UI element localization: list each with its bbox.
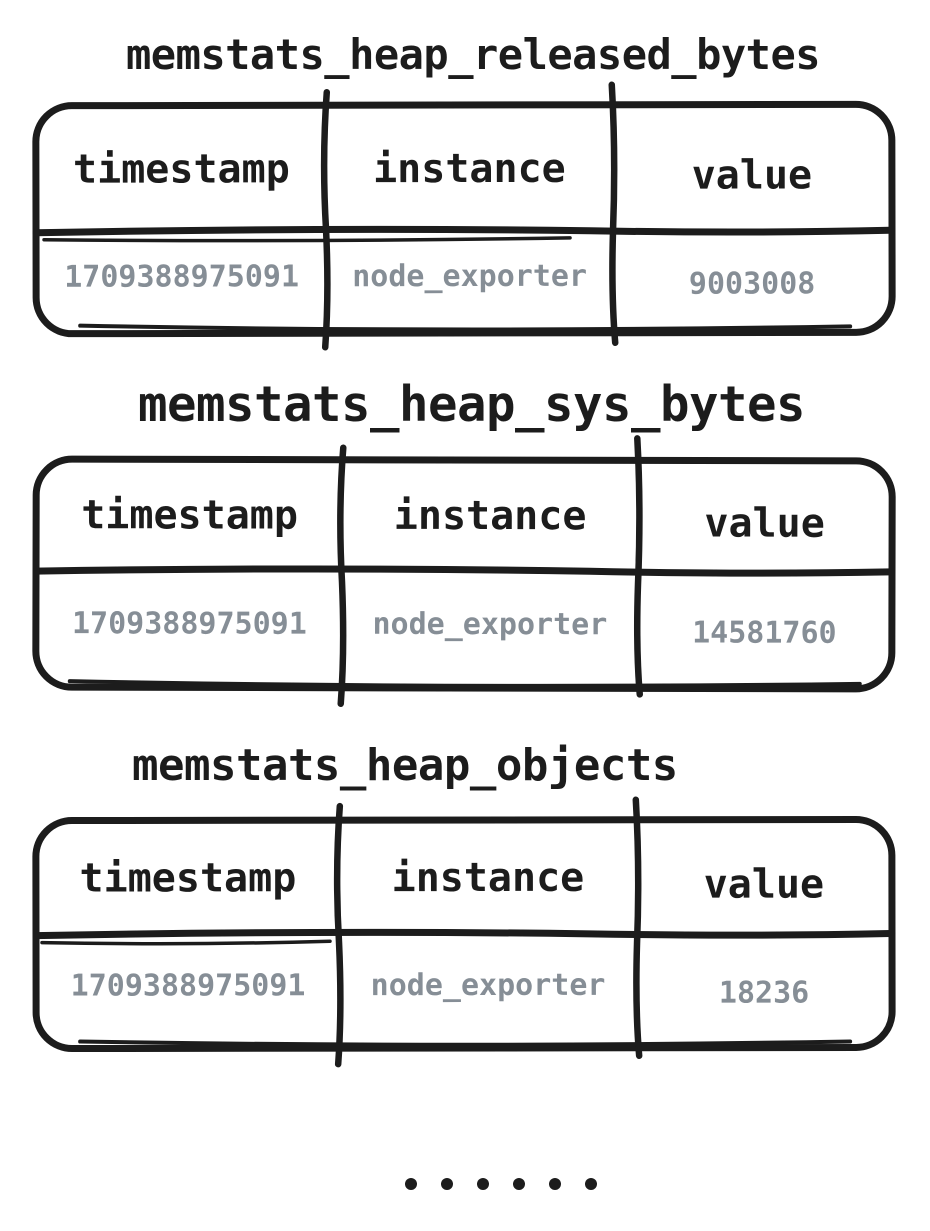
metric-title-heap-sys-bytes: memstats_heap_sys_bytes [138, 376, 806, 433]
dot [477, 1178, 489, 1190]
column-header-instance: instance [391, 854, 585, 901]
cell-timestamp: 1709388975091 [64, 259, 300, 295]
table-border-sketch [32, 435, 896, 707]
column-header-value: value [704, 500, 825, 547]
metric-title-heap-objects: memstats_heap_objects [132, 740, 678, 791]
cell-instance: node_exporter [372, 606, 608, 642]
metric-title-heap-released-bytes: memstats_heap_released_bytes [126, 30, 821, 79]
ellipsis-dots [405, 1178, 597, 1190]
dot [549, 1178, 561, 1190]
dot [513, 1178, 525, 1190]
cell-timestamp: 1709388975091 [71, 605, 307, 642]
column-header-value: value [691, 151, 813, 199]
table-border-sketch [32, 796, 896, 1068]
column-header-instance: instance [393, 492, 587, 540]
cell-timestamp: 1709388975091 [70, 968, 306, 1004]
table-heap-sys-bytes: timestamp instance value 1709388975091 n… [30, 435, 901, 707]
cell-instance: node_exporter [370, 967, 606, 1004]
column-header-value: value [703, 860, 825, 908]
cell-value: 18236 [718, 975, 810, 1011]
table-heap-released-bytes: timestamp instance value 1709388975091 n… [30, 81, 900, 351]
table-heap-objects: timestamp instance value 1709388975091 n… [30, 796, 900, 1068]
column-header-timestamp: timestamp [79, 854, 297, 902]
dot [441, 1178, 453, 1190]
cell-instance: node_exporter [352, 258, 588, 295]
column-header-timestamp: timestamp [72, 145, 290, 193]
cell-value: 14581760 [692, 614, 837, 651]
cell-value: 9003008 [688, 266, 816, 302]
column-header-timestamp: timestamp [81, 492, 299, 539]
column-header-instance: instance [373, 145, 566, 192]
dot [405, 1178, 417, 1190]
dot [585, 1178, 597, 1190]
table-border-sketch [32, 81, 896, 351]
